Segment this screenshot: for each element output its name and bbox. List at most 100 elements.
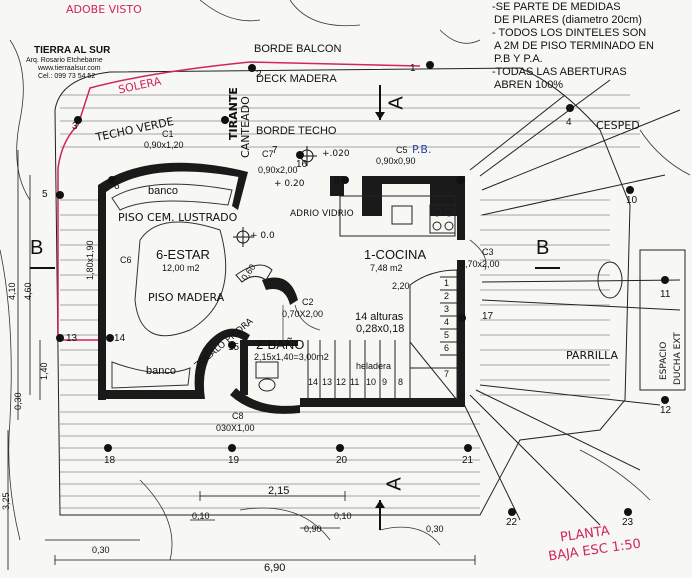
opening-c5-dims: 0,90x0,90 bbox=[376, 156, 416, 166]
dimension-lines bbox=[7, 150, 476, 570]
pillar-10: 10 bbox=[626, 195, 638, 206]
header-note: ADOBE VISTO bbox=[66, 3, 142, 16]
step-7: 7 bbox=[444, 369, 450, 379]
dim-030c: 0,30 bbox=[13, 392, 23, 410]
room-cocina-area: 7,48 m2 bbox=[370, 263, 403, 273]
opening-c3-dims: 0,70x2,00 bbox=[460, 259, 500, 269]
step-10: 10 bbox=[366, 377, 377, 387]
stamp-architect: Arq. Rosario Etchebarne bbox=[26, 57, 103, 64]
room-estar-area: 12,00 m2 bbox=[162, 263, 200, 273]
dim-460: 4,60 bbox=[23, 282, 33, 300]
dim-140: 1,40 bbox=[39, 362, 49, 380]
pergola-beams bbox=[461, 79, 681, 526]
label-banco-2: banco bbox=[146, 365, 176, 377]
step-13: 13 bbox=[322, 377, 333, 387]
note-line-5: P.B Y P.A. bbox=[494, 53, 543, 65]
stair bbox=[307, 269, 458, 401]
pillar-7: 7 bbox=[272, 145, 278, 156]
pillar-17: 17 bbox=[482, 311, 494, 322]
room-bano-name: 2-BAÑO bbox=[256, 337, 305, 352]
pillar-1: 1 bbox=[410, 63, 416, 74]
kitchen-fixtures bbox=[339, 195, 456, 237]
step-3: 3 bbox=[444, 304, 450, 314]
pillar-14: 14 bbox=[114, 333, 126, 344]
pillar-16: 16 bbox=[296, 159, 308, 170]
label-heladera: heladera bbox=[356, 361, 392, 371]
note-line-4: A 2M DE PISO TERMINADO EN bbox=[494, 40, 654, 52]
label-tirante: TIRANTE bbox=[227, 87, 240, 140]
opening-220: 2,20 bbox=[392, 281, 410, 291]
level-markers bbox=[233, 146, 317, 247]
section-a-bottom: A bbox=[383, 477, 406, 491]
label-canteado: CANTEADO bbox=[239, 96, 252, 158]
step-9: 9 bbox=[382, 377, 388, 387]
pillar-21: 21 bbox=[462, 455, 474, 466]
dim-410: 4,10 bbox=[7, 282, 17, 300]
label-borde-techo: BORDE TECHO bbox=[256, 125, 337, 137]
dim-215: 2,15 bbox=[268, 485, 290, 497]
stamp-name: TIERRA AL SUR bbox=[34, 45, 111, 56]
opening-c6-dims: 1,80x1,90 bbox=[85, 240, 95, 280]
room-bano-dims: 2,15x1,40=3,00m2 bbox=[254, 352, 329, 362]
bench-outlines bbox=[111, 183, 233, 389]
opening-c8: C8 bbox=[232, 411, 244, 421]
bath-fixtures bbox=[255, 361, 279, 392]
level-020b: + 0.20 bbox=[274, 179, 305, 189]
pillar-6: 6 bbox=[114, 181, 120, 192]
note-line-1: -SE PARTE DE MEDIDAS bbox=[492, 1, 621, 13]
pillar-dots bbox=[56, 61, 669, 516]
opening-c8-dims: 030X1,00 bbox=[216, 423, 255, 433]
dim-690: 6,90 bbox=[264, 562, 286, 574]
opening-c1-dims: 0,90x1,20 bbox=[144, 140, 184, 150]
pillar-2: 2 bbox=[256, 69, 262, 80]
step-12: 12 bbox=[336, 377, 347, 387]
opening-c1: C1 bbox=[162, 129, 174, 139]
dim-030: 0,30 bbox=[92, 545, 110, 555]
section-b-right: B bbox=[536, 237, 550, 259]
pillar-3: 3 bbox=[72, 121, 78, 132]
opening-c2-dims: 0,70X2,00 bbox=[282, 309, 324, 319]
pillar-4: 4 bbox=[566, 117, 572, 128]
dim-090: 0,90 bbox=[304, 524, 322, 534]
section-b-left: B bbox=[30, 237, 44, 259]
opening-c2: C2 bbox=[302, 297, 314, 307]
opening-c7: C7 bbox=[262, 149, 274, 159]
label-piso-cem: PISO CEM. LUSTRADO bbox=[118, 211, 238, 224]
stairs-dims: 0,28x0,18 bbox=[356, 323, 405, 335]
door-swings bbox=[282, 239, 487, 340]
pillar-19: 19 bbox=[228, 455, 240, 466]
step-6: 6 bbox=[444, 343, 450, 353]
level-0: + 0.0 bbox=[250, 231, 275, 241]
pillar-5: 5 bbox=[42, 189, 48, 200]
room-cocina-name: 1-COCINA bbox=[364, 247, 427, 262]
opening-c5: C5 bbox=[396, 145, 408, 155]
stairs-alturas: 14 alturas bbox=[355, 311, 404, 323]
label-piso-madera: PISO MADERA bbox=[148, 291, 225, 304]
label-pb: P.B. bbox=[412, 143, 432, 156]
pillar-12: 12 bbox=[660, 405, 672, 416]
level-020: +.020 bbox=[322, 149, 350, 159]
label-borde-balcon: BORDE BALCON bbox=[254, 43, 342, 55]
note-line-3: - TODOS LOS DINTELES SON bbox=[492, 27, 647, 39]
section-a-top: A bbox=[385, 96, 408, 110]
pillar-15: 15 bbox=[228, 342, 240, 353]
pillar-20: 20 bbox=[336, 455, 348, 466]
pillar-8: 8 bbox=[334, 175, 340, 186]
dim-030b: 0,30 bbox=[426, 524, 444, 534]
pillar-18: 18 bbox=[104, 455, 116, 466]
label-parrilla: PARRILLA bbox=[566, 349, 619, 362]
deck-hatching bbox=[60, 94, 640, 509]
dim-325: 3,25 bbox=[1, 492, 11, 510]
label-banco-1: banco bbox=[148, 185, 178, 197]
step-4: 4 bbox=[444, 317, 450, 327]
step-5: 5 bbox=[444, 330, 450, 340]
note-line-2: DE PILARES (diametro 20cm) bbox=[494, 14, 642, 26]
pillar-13: 13 bbox=[66, 333, 78, 344]
pillar-11: 11 bbox=[660, 289, 671, 300]
step-11: 11 bbox=[350, 377, 360, 387]
opening-c6: C6 bbox=[120, 255, 132, 265]
terrain-contours bbox=[0, 0, 691, 561]
step-14: 14 bbox=[308, 377, 319, 387]
